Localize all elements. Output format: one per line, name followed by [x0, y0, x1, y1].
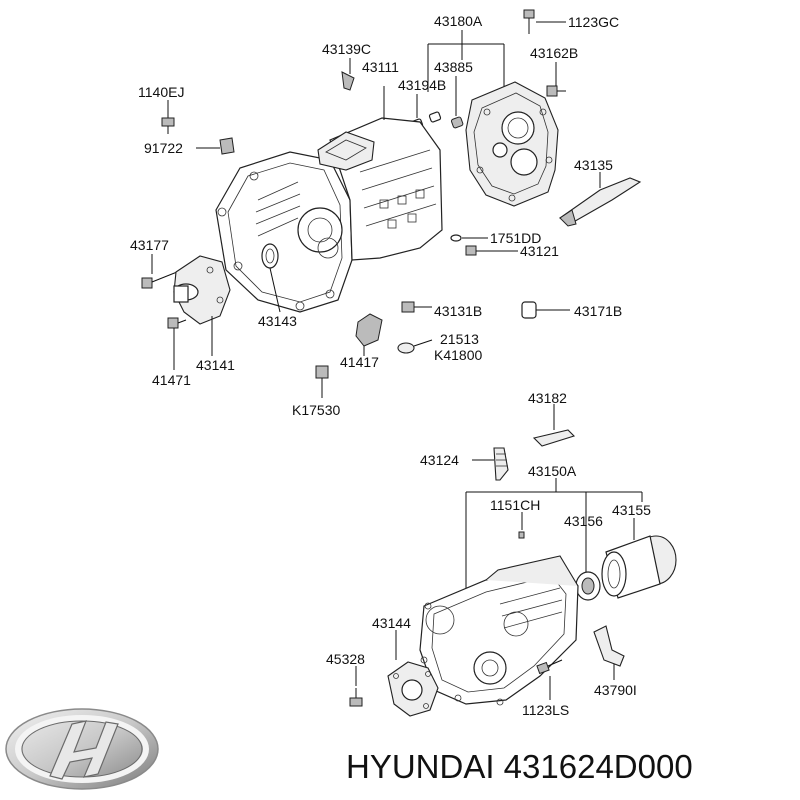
- breather-43124: [472, 447, 509, 481]
- label-43139c: 43139C: [322, 41, 371, 57]
- extension-housing: [419, 555, 579, 706]
- label-41417: 41417: [340, 354, 379, 370]
- bolt-1123ls: [536, 659, 563, 700]
- label-43162b: 43162B: [530, 45, 578, 61]
- block-41417: [355, 313, 383, 356]
- label-1140ej: 1140EJ: [138, 84, 184, 100]
- label-43111: 43111: [362, 59, 399, 75]
- plug-k17530: [315, 365, 329, 398]
- seal-43143: [261, 243, 281, 313]
- brand-part-number: HYUNDAI 431624D000: [346, 748, 693, 785]
- magnet-43131b: [401, 301, 432, 313]
- label-43135: 43135: [574, 157, 613, 173]
- label-43121: 43121: [520, 243, 559, 259]
- label-43131b: 43131B: [434, 303, 482, 319]
- dust-cover-43155: [601, 518, 677, 599]
- label-k17530: K17530: [292, 402, 340, 418]
- clip-91722: [196, 137, 235, 155]
- bearing-retainer-43141: [173, 255, 231, 356]
- label-91722: 91722: [144, 140, 183, 156]
- label-43194b: 43194B: [398, 77, 446, 93]
- plug-21513: [397, 339, 433, 354]
- label-43150a: 43150A: [528, 463, 577, 479]
- label-43155: 43155: [612, 502, 651, 518]
- label-43124: 43124: [420, 452, 459, 468]
- clip-1751dd: [450, 234, 488, 242]
- label-43182: 43182: [528, 390, 567, 406]
- label-1123ls: 1123LS: [522, 702, 569, 718]
- plug-43171b: [521, 301, 570, 319]
- leader-43150a: [465, 478, 643, 600]
- bracket-43139c: [341, 58, 355, 91]
- label-43141: 43141: [196, 357, 235, 373]
- label-1123gc: 1123GC: [568, 14, 619, 30]
- bolt-43121: [465, 245, 518, 256]
- transmission-case: [215, 86, 443, 313]
- bolt-45328: [349, 666, 363, 707]
- leader-43180a: [427, 30, 505, 92]
- plug-43162b: [546, 62, 566, 97]
- bolt-1123gc: [523, 9, 566, 34]
- label-1751dd: 1751DD: [490, 230, 541, 246]
- hyundai-logo: [5, 708, 159, 790]
- bolt-41471: [167, 317, 187, 370]
- gasket-43144: [387, 630, 439, 717]
- label-1151ch: 1151CH: [490, 497, 540, 513]
- adapter-plate: [465, 81, 559, 207]
- label-43143: 43143: [258, 313, 297, 329]
- plate-43135: [558, 172, 642, 227]
- pin-1151ch: [518, 512, 525, 539]
- label-43885: 43885: [434, 59, 473, 75]
- bolt-1140ej: [161, 100, 175, 134]
- label-43180a: 43180A: [434, 13, 483, 29]
- label-45328: 45328: [326, 651, 365, 667]
- label-k41800: K41800: [434, 347, 482, 363]
- label-43790i: 43790I: [594, 682, 637, 698]
- cover-43182: [532, 404, 576, 447]
- bracket-43790i: [593, 625, 625, 680]
- label-43171b: 43171B: [574, 303, 622, 319]
- label-21513: 21513: [440, 331, 479, 347]
- label-43156: 43156: [564, 513, 603, 529]
- label-43177: 43177: [130, 237, 169, 253]
- label-43144: 43144: [372, 615, 411, 631]
- label-41471: 41471: [152, 372, 191, 388]
- seal-43156: [575, 571, 601, 601]
